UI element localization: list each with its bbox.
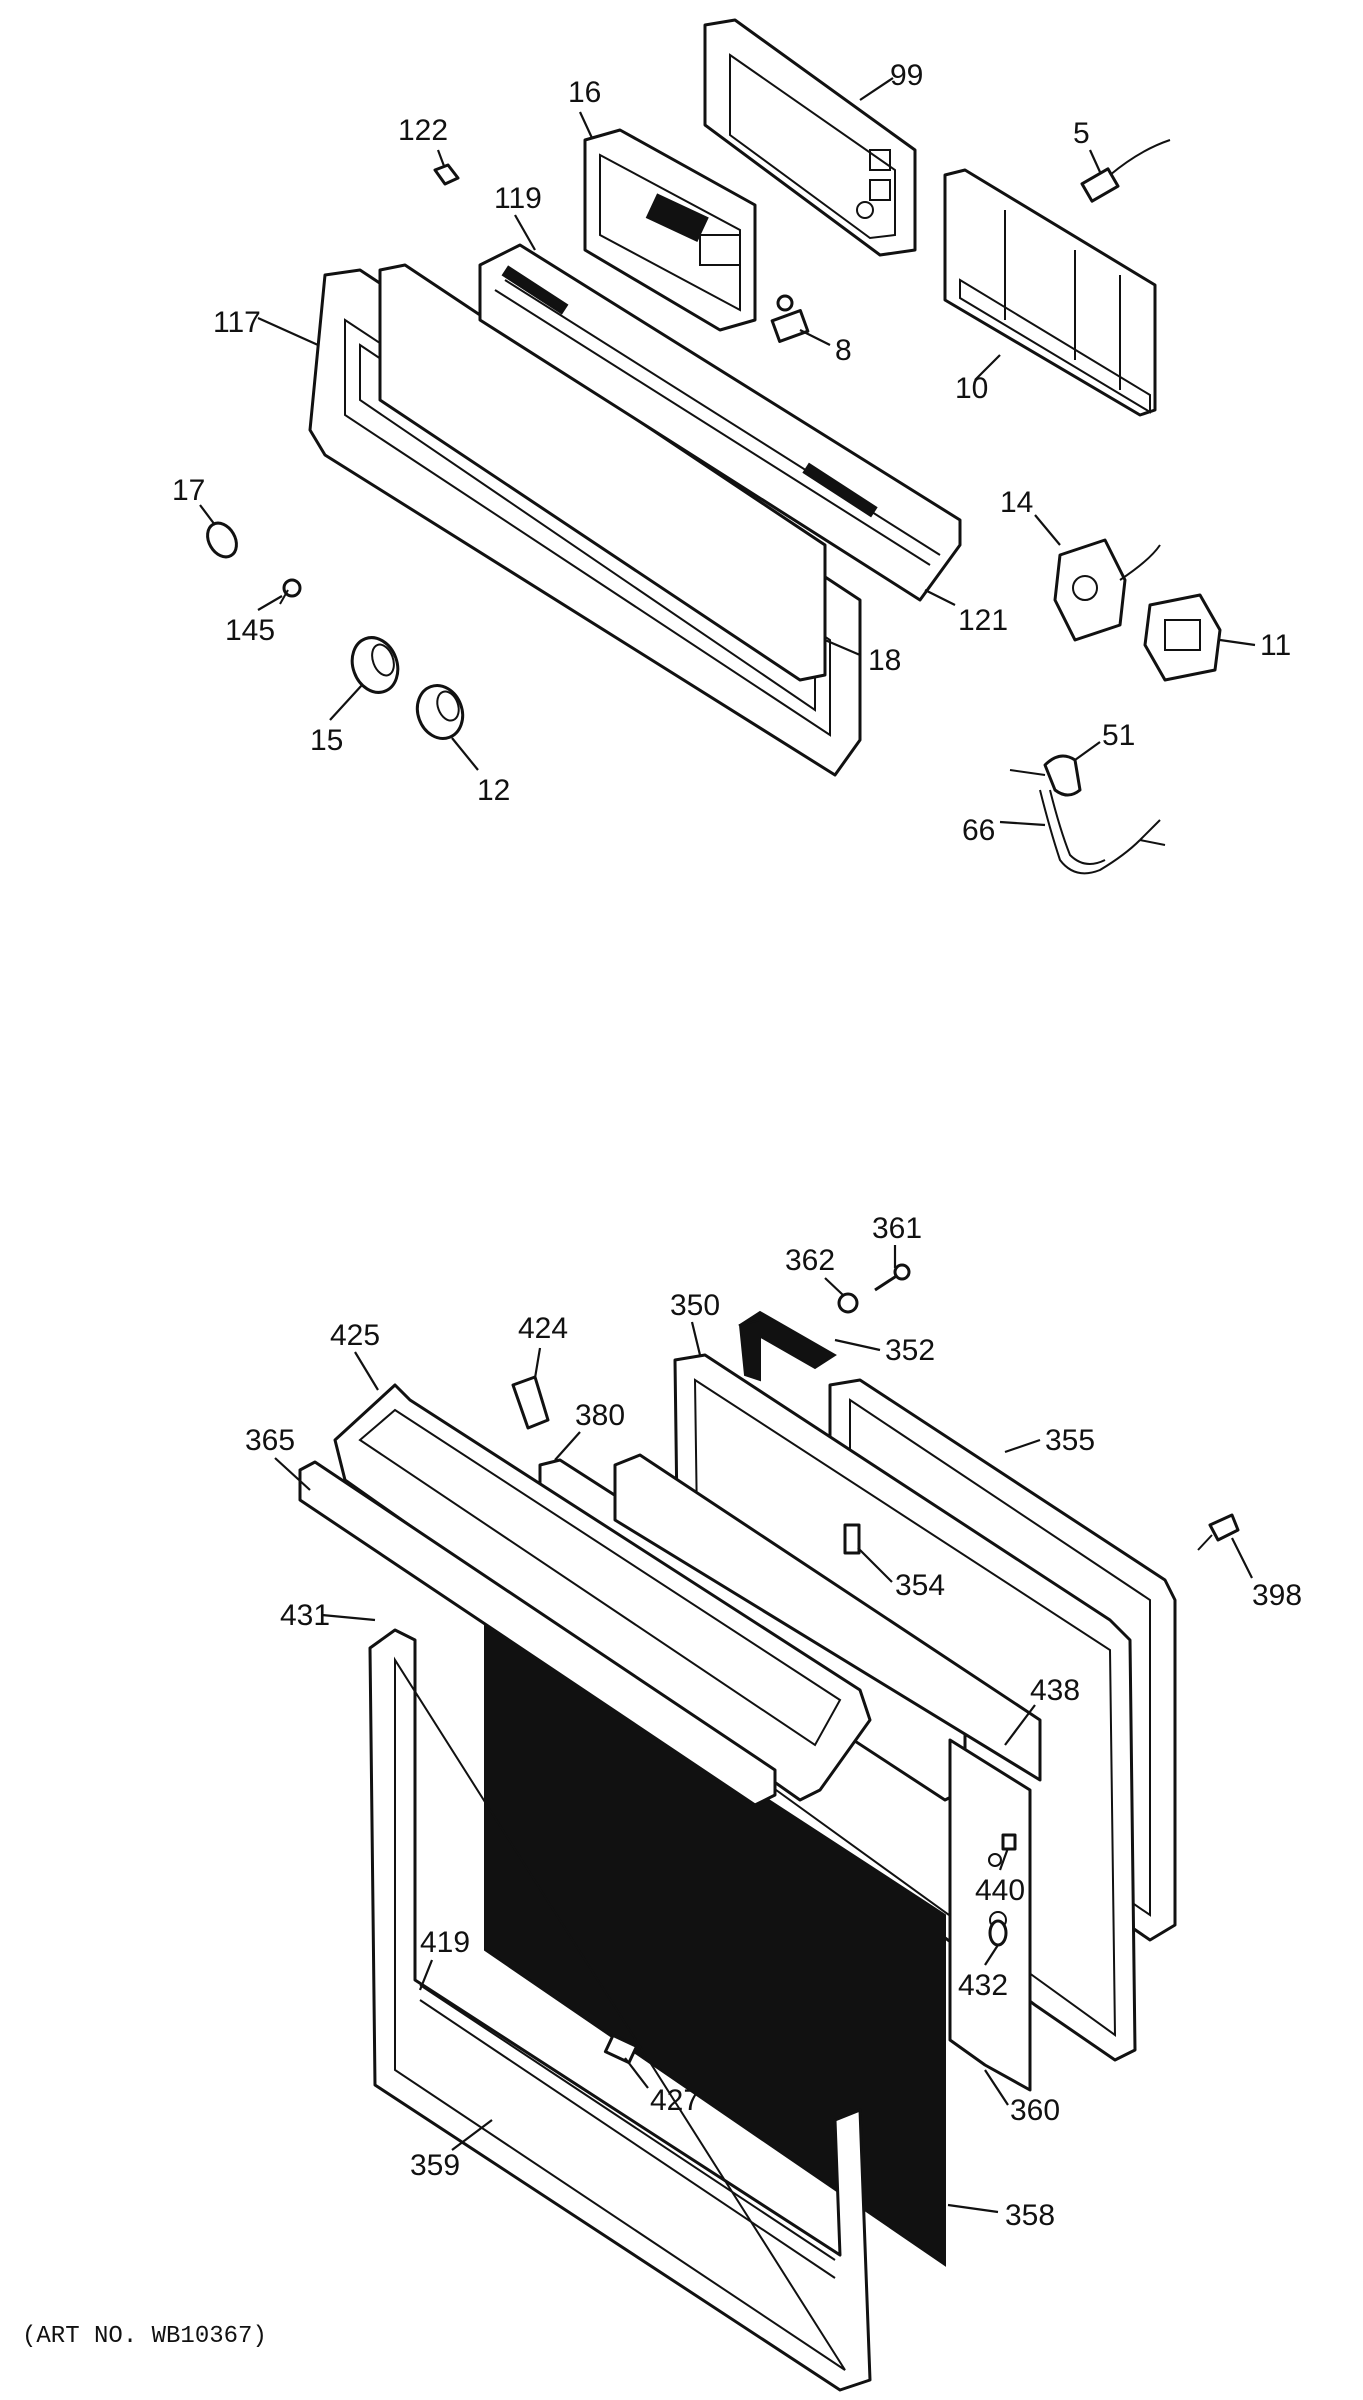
label-11: 11 [1260, 629, 1291, 662]
label-432: 432 [958, 1969, 1008, 2002]
label-12: 12 [477, 774, 510, 807]
lower-leader-lines [274, 1245, 1253, 2214]
label-438: 438 [1030, 1674, 1080, 1707]
part-358-insulation [484, 1613, 946, 2267]
label-51: 51 [1102, 719, 1135, 752]
part-17-bulb [206, 521, 238, 559]
upper-leader-lines [199, 77, 1256, 827]
part-14-switch [1053, 538, 1161, 642]
label-354: 354 [895, 1569, 945, 1602]
label-121: 121 [958, 604, 1008, 637]
label-117: 117 [213, 306, 261, 339]
label-425: 425 [330, 1319, 380, 1352]
label-122: 122 [398, 114, 448, 147]
label-380: 380 [575, 1399, 625, 1432]
part-51-66-harness [1009, 754, 1166, 875]
part-18-glass [378, 263, 827, 682]
upper-group-labels: 122 16 99 5 119 117 8 10 17 14 145 121 1… [172, 59, 1291, 847]
label-358: 358 [1005, 2199, 1055, 2232]
label-16: 16 [568, 76, 601, 109]
label-398: 398 [1252, 1579, 1302, 1612]
part-12-knob [415, 684, 465, 740]
label-355: 355 [1045, 1424, 1095, 1457]
label-10: 10 [955, 372, 988, 405]
part-362-washer [837, 1292, 859, 1314]
part-424-clip [511, 1375, 550, 1430]
label-427: 427 [650, 2084, 700, 2117]
part-10-bracket [943, 168, 1157, 417]
part-425-365-handle [298, 1383, 872, 1807]
label-419: 419 [420, 1926, 470, 1959]
lower-group-labels: 361 362 350 352 425 424 355 365 380 354 … [245, 1212, 1302, 2232]
label-5: 5 [1073, 117, 1090, 150]
part-398-screw [1197, 1513, 1240, 1551]
part-8-stem [770, 294, 810, 343]
label-360: 360 [1010, 2094, 1060, 2127]
label-14: 14 [1000, 486, 1033, 519]
label-15: 15 [310, 724, 343, 757]
part-15-knob [350, 636, 400, 694]
part-361-screw [874, 1263, 911, 1292]
label-352: 352 [885, 1334, 935, 1367]
part-11-relay [1143, 593, 1222, 682]
label-17: 17 [172, 474, 205, 507]
label-362: 362 [785, 1244, 835, 1277]
label-365: 365 [245, 1424, 295, 1457]
label-8: 8 [835, 334, 852, 367]
label-424: 424 [518, 1312, 568, 1345]
part-354-latch [843, 1523, 861, 1555]
part-427-clip [603, 2033, 639, 2065]
art-number: (ART NO. WB10367) [22, 2323, 267, 2350]
part-16-timer [583, 128, 757, 332]
label-431: 431 [280, 1599, 330, 1632]
part-352-gasket [738, 1310, 837, 1382]
part-359-front-frame [368, 1628, 872, 2392]
label-119: 119 [494, 182, 542, 215]
part-122-clip [433, 163, 460, 186]
part-360-frame [948, 1738, 1032, 2092]
label-99: 99 [890, 59, 923, 92]
label-145: 145 [225, 614, 275, 647]
label-18: 18 [868, 644, 901, 677]
part-119-121-element [478, 243, 962, 602]
part-145-screw [279, 578, 302, 605]
label-440: 440 [975, 1874, 1025, 1907]
label-66: 66 [962, 814, 995, 847]
part-99-bracket [703, 18, 917, 257]
part-5-switch [1080, 139, 1171, 203]
label-350: 350 [670, 1289, 720, 1322]
label-359: 359 [410, 2149, 460, 2182]
label-361: 361 [872, 1212, 922, 1245]
